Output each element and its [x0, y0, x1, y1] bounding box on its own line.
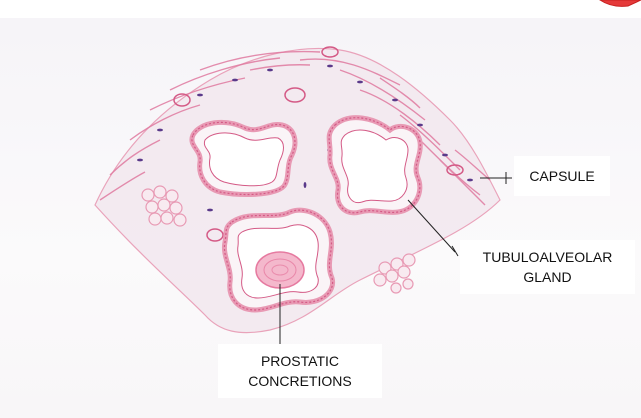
label-gland-line2: GLAND [523, 269, 572, 285]
cell-cluster-bottom-right [373, 253, 416, 294]
gland-alveolus-upper-left [189, 119, 298, 197]
label-concretions-line2: CONCRETIONS [248, 373, 352, 389]
label-capsule: CAPSULE [514, 156, 610, 196]
capsule-outline [94, 47, 501, 334]
label-concretions-line1: PROSTATIC [260, 353, 340, 369]
corner-badge [599, 0, 641, 7]
gland-alveolus-lower [221, 207, 336, 313]
label-prostatic-concretions: PROSTATIC CONCRETIONS [218, 344, 382, 398]
pointer-lines [276, 172, 512, 346]
gland-alveolus-right [326, 115, 423, 216]
prostatic-concretion [255, 251, 305, 289]
capsule-fibres [99, 50, 491, 206]
label-gland-line1: TUBULOALVEOLAR [482, 249, 613, 265]
cell-cluster-left [141, 185, 187, 227]
label-capsule-text: CAPSULE [529, 168, 595, 184]
label-tubuloalveolar-gland: TUBULOALVEOLAR GLAND [460, 240, 635, 294]
small-vessels [173, 46, 464, 242]
gland-pointer [407, 199, 456, 253]
page-top-strip [0, 0, 641, 18]
